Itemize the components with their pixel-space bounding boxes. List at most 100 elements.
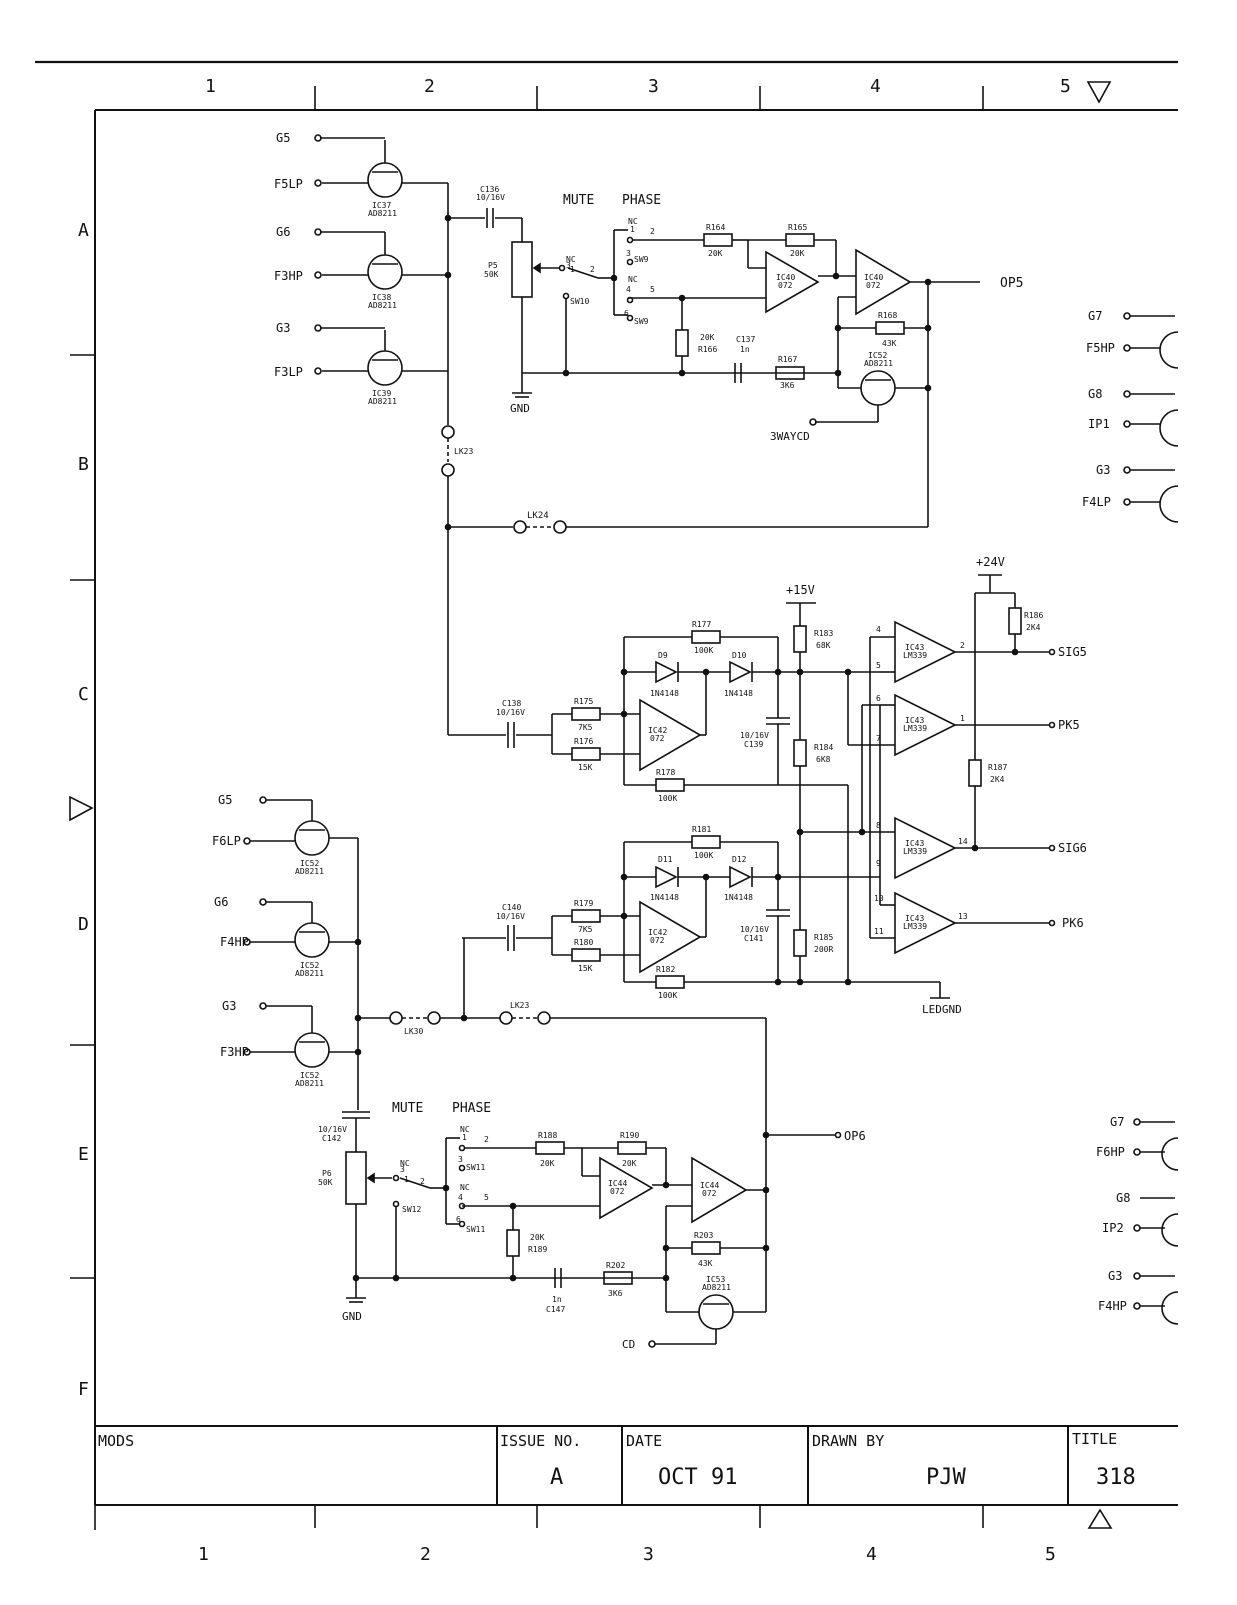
upper-channel <box>314 134 980 735</box>
switch-pin: SW9 <box>634 255 649 264</box>
input-label: F5LP <box>274 177 303 191</box>
cap-value: 10/16V <box>740 925 769 934</box>
input-label: G3 <box>222 999 236 1013</box>
supply-label: +15V <box>786 583 815 597</box>
column-label: 2 <box>420 1544 431 1565</box>
section-heading: PHASE <box>622 193 661 208</box>
diode-ref: D12 <box>732 855 747 864</box>
comparator-part: LM339 <box>903 651 927 660</box>
switch-pin: 5 <box>650 285 655 294</box>
comparator-pin: 14 <box>958 837 968 846</box>
drawn-by-value: PJW <box>926 1465 966 1490</box>
analog-switch-lower-2 <box>243 898 358 958</box>
cap-value: 10/16V <box>740 731 769 740</box>
opamp-part: 072 <box>650 734 665 743</box>
resistor-ref: R175 <box>574 697 593 706</box>
ground-label: GND <box>342 1310 362 1323</box>
resistor-value: 15K <box>578 763 593 772</box>
opamp-part: 072 <box>866 281 881 290</box>
switch-pin: 3 <box>400 1165 405 1174</box>
resistor-value: 7K5 <box>578 723 593 732</box>
cap-ref: C138 <box>502 699 521 708</box>
column-label: 3 <box>643 1544 654 1565</box>
switch-pin: 1 <box>404 1175 409 1184</box>
switch-pin: 3 <box>626 249 631 258</box>
comparator-ref: IC43 <box>905 839 924 848</box>
comparator-part: LM339 <box>903 724 927 733</box>
input-label: G3 <box>276 321 290 335</box>
switch-pin: 3 <box>458 1155 463 1164</box>
cap-ref: C139 <box>744 740 763 749</box>
comparator-ref: IC43 <box>905 914 924 923</box>
column-label: 2 <box>424 76 435 97</box>
analog-switch-lower-1 <box>243 796 358 856</box>
pot-value: 50K <box>484 270 499 279</box>
switch-pin: NC <box>400 1159 410 1168</box>
upper-channel-labels: G5 F5LP G6 F3HP G3 F3LP IC37 AD8211 IC38… <box>274 131 1023 521</box>
row-label: D <box>78 914 89 935</box>
ic-part: AD8211 <box>295 1079 324 1088</box>
input-label: G8 <box>1088 387 1102 401</box>
title-value: 318 <box>1096 1465 1136 1490</box>
switch-pin: NC <box>628 275 638 284</box>
opamp-ref: IC42 <box>648 928 667 937</box>
cap-ref: C136 <box>480 185 499 194</box>
analog-switch-ic38 <box>314 228 448 290</box>
resistor-ref: R184 <box>814 743 833 752</box>
column-label: 1 <box>198 1544 209 1565</box>
switch-pin: 1 <box>570 265 575 274</box>
supply-label: +24V <box>976 555 1005 569</box>
switch-pin: 4 <box>626 285 631 294</box>
input-label: G5 <box>276 131 290 145</box>
column-label: 3 <box>648 76 659 97</box>
input-label: F4HP <box>220 935 249 949</box>
cap-value: 1n <box>552 1295 562 1304</box>
comparator-pin: 2 <box>960 641 965 650</box>
switch-pin: 1 <box>462 1133 467 1142</box>
comparator-pin: 13 <box>958 912 968 921</box>
meter-labels: +15V +24V C138 10/16V R175 7K5 R176 15K … <box>496 555 1087 1016</box>
resistor-value: 20K <box>540 1159 555 1168</box>
column-label: 4 <box>866 1544 877 1565</box>
resistor-value: 200R <box>814 945 833 954</box>
comparator-part: LM339 <box>903 847 927 856</box>
switch-pin: 6 <box>456 1215 461 1224</box>
resistor-ref: R190 <box>620 1131 639 1140</box>
resistor-value: 20K <box>700 333 715 342</box>
resistor-value: 6K8 <box>816 755 831 764</box>
cap-value: 1n <box>740 345 750 354</box>
resistor-value: 20K <box>622 1159 637 1168</box>
row-label: E <box>78 1144 89 1165</box>
column-label: 5 <box>1045 1544 1056 1565</box>
input-label: G7 <box>1088 309 1102 323</box>
section-heading: PHASE <box>452 1101 491 1116</box>
resistor-value: 2K4 <box>1026 623 1041 632</box>
net-label: CD <box>622 1338 635 1351</box>
switch-pin: 2 <box>650 227 655 236</box>
switch-pin: 2 <box>484 1135 489 1144</box>
comparator-pin: 5 <box>876 661 881 670</box>
switch-pin: NC <box>460 1125 470 1134</box>
resistor-value: 3K6 <box>608 1289 623 1298</box>
input-label: F5HP <box>1086 341 1115 355</box>
resistor-value: 20K <box>530 1233 545 1242</box>
opamp-ref: IC42 <box>648 726 667 735</box>
ic-ref: IC37 <box>372 201 391 210</box>
pot-value: 50K <box>318 1178 333 1187</box>
resistor-ref: R179 <box>574 899 593 908</box>
resistor-ref: R186 <box>1024 611 1043 620</box>
resistor-ref: R188 <box>538 1131 557 1140</box>
analog-switch-ic39 <box>314 324 448 386</box>
comparator-pin: 4 <box>876 625 881 634</box>
switch-pin: NC <box>460 1183 470 1192</box>
ic-ref: IC38 <box>372 293 391 302</box>
resistor-ref: R167 <box>778 355 797 364</box>
resistor-ref: R181 <box>692 825 711 834</box>
issue-label: ISSUE NO. <box>500 1432 581 1450</box>
date-value: OCT 91 <box>658 1465 737 1490</box>
lower-channel <box>243 796 842 1348</box>
link-label: LK23 <box>454 447 473 456</box>
section-heading: MUTE <box>563 193 594 208</box>
comparator-pin: 9 <box>876 859 881 868</box>
diode-part: 1N4148 <box>724 893 753 902</box>
